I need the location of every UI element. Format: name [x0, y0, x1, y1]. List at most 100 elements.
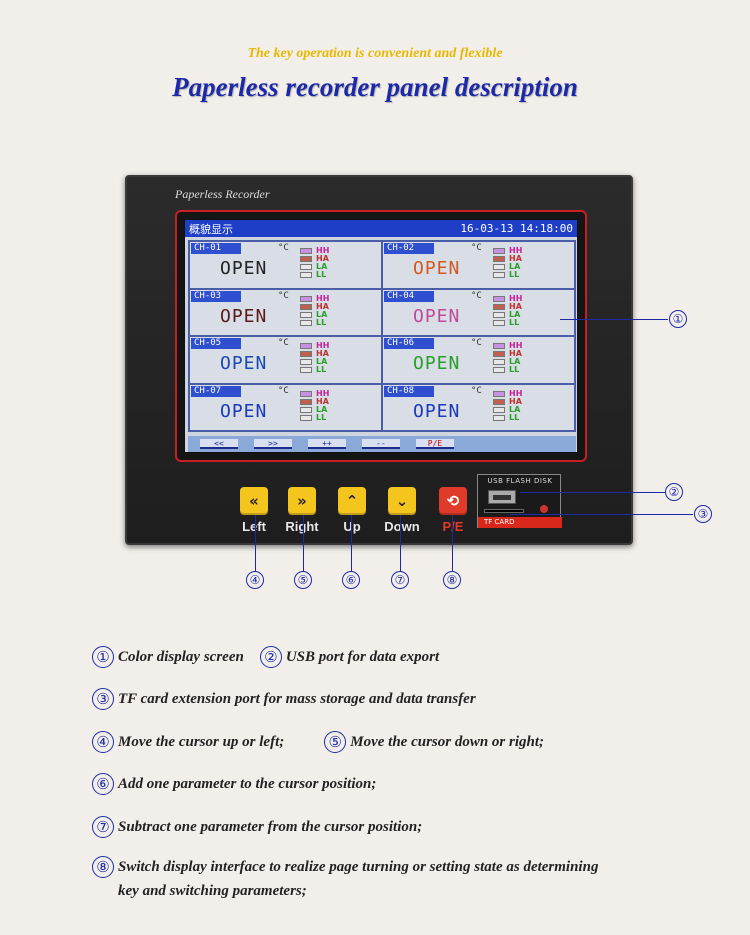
- screen-footer-button[interactable]: P/E: [416, 439, 454, 449]
- callout-line-8: [452, 515, 453, 571]
- usb-port[interactable]: [488, 490, 516, 504]
- callout-3: ③: [694, 505, 712, 523]
- alarm-row: HA: [300, 255, 329, 263]
- left-key-label: Left: [242, 519, 266, 534]
- alarm-row: LL: [300, 271, 329, 279]
- description-text: Switch display interface to realize page…: [118, 858, 599, 875]
- callout-6: ⑥: [342, 571, 360, 589]
- channel-unit: °C: [278, 385, 289, 396]
- alarm-row: LL: [493, 318, 522, 327]
- channel-tag: CH-03: [191, 290, 241, 302]
- device-label: Paperless Recorder: [175, 187, 270, 201]
- alarm-row: HA: [300, 301, 329, 311]
- alarm-row: HA: [300, 396, 329, 406]
- description-number: ⑦: [92, 816, 114, 838]
- alarm-row: LA: [300, 309, 329, 319]
- tf-card-slot[interactable]: [484, 509, 524, 513]
- alarm-label: HA: [316, 396, 329, 406]
- alarm-indicator: [300, 272, 312, 278]
- alarm-indicator: [300, 351, 312, 357]
- alarm-label: HH: [316, 246, 330, 255]
- screen-footer-button[interactable]: >>: [254, 439, 292, 449]
- screen-header: 概貌显示 16-03-13 14:18:00: [185, 220, 577, 237]
- screen-footer-button[interactable]: <<: [200, 439, 238, 449]
- right-key-button[interactable]: »: [288, 487, 316, 515]
- alarm-row: LA: [493, 309, 522, 319]
- alarm-indicator: [300, 390, 312, 397]
- description-text: Color display screen: [118, 648, 244, 665]
- alarm-row: HA: [300, 350, 329, 358]
- alarm-label: LL: [509, 270, 520, 279]
- alarm-label: HA: [509, 301, 522, 311]
- right-key-label: Right: [285, 519, 319, 534]
- alarm-indicator: [493, 406, 505, 413]
- screen-footer-button[interactable]: ++: [308, 439, 346, 449]
- channel-unit: °C: [471, 290, 482, 301]
- channel-unit: °C: [471, 338, 482, 348]
- channel-tag: CH-05: [191, 338, 241, 349]
- alarm-label: HH: [509, 388, 523, 398]
- channel-unit: °C: [278, 290, 289, 301]
- alarm-indicator: [300, 311, 312, 318]
- alarm-label: HA: [509, 254, 522, 263]
- channel-tag: CH-02: [384, 243, 434, 254]
- alarm-label: LA: [316, 309, 328, 319]
- pe-key-button[interactable]: ⟲: [439, 487, 467, 515]
- alarm-label: HA: [316, 254, 329, 263]
- channel-unit: °C: [278, 243, 289, 253]
- channel-tag: CH-04: [384, 290, 434, 302]
- alarm-row: HA: [493, 397, 522, 406]
- alarm-indicator: [300, 248, 312, 254]
- alarm-row: LL: [493, 271, 522, 279]
- channel-value: OPEN: [220, 305, 268, 327]
- alarm-indicator: [493, 414, 505, 421]
- callout-1: ①: [669, 310, 687, 328]
- channel-value: OPEN: [413, 400, 461, 422]
- alarm-label: HA: [316, 301, 329, 311]
- description-number: ①: [92, 646, 114, 668]
- alarm-indicator: [493, 359, 505, 365]
- alarm-label: LA: [316, 404, 328, 414]
- screen-datetime: 16-03-13 14:18:00: [460, 222, 573, 235]
- alarm-row: HH: [493, 294, 522, 303]
- alarm-label: LA: [509, 404, 521, 414]
- page-subtitle: The key operation is convenient and flex…: [247, 46, 503, 61]
- description-text: Move the cursor down or right;: [350, 733, 545, 750]
- alarm-label: LL: [509, 412, 520, 422]
- left-key-button[interactable]: «: [240, 487, 268, 515]
- callout-line-3: [510, 514, 693, 515]
- alarm-row: LL: [493, 366, 522, 374]
- callout-8: ⑧: [443, 571, 461, 589]
- alarm-label: LA: [509, 309, 521, 319]
- screen-footer-button[interactable]: --: [362, 439, 400, 449]
- alarm-row: LL: [493, 412, 522, 422]
- description-text: TF card extension port for mass storage …: [118, 690, 476, 707]
- alarm-label: HH: [316, 388, 330, 398]
- alarm-label: LA: [316, 262, 328, 271]
- up-key-button[interactable]: ⌃: [338, 487, 366, 515]
- alarm-indicator: [493, 303, 505, 310]
- alarm-indicator: [300, 359, 312, 365]
- description-continuation: key and switching parameters;: [118, 883, 307, 899]
- channel-value: OPEN: [220, 400, 268, 422]
- down-key-button[interactable]: ⌄: [388, 487, 416, 515]
- alarm-label: HH: [509, 341, 523, 350]
- callout-line-5: [303, 515, 304, 571]
- channel-value: OPEN: [413, 353, 461, 374]
